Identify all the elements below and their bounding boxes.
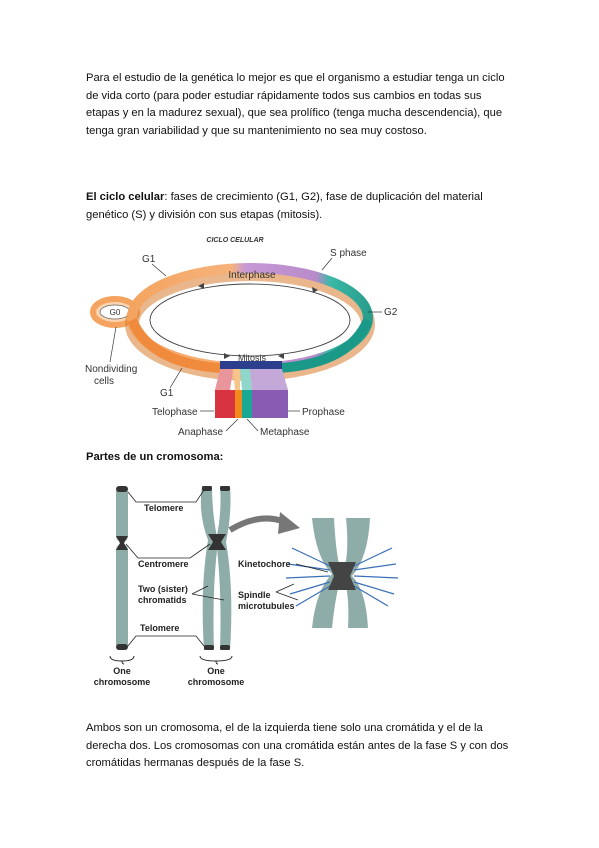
- brace-left: [109, 655, 135, 665]
- arrow-bottom-left: [224, 353, 230, 359]
- magnified-kinetochore: [328, 562, 356, 590]
- x-centromere: [208, 534, 226, 550]
- g1-top-label: G1: [142, 254, 156, 265]
- spindle-label-1: Spindle: [238, 590, 271, 600]
- mitosis-band: [220, 361, 282, 369]
- arrow-bottom-right: [278, 353, 284, 359]
- g1-bottom-label: G1: [160, 388, 174, 399]
- telomere-top-label: Telomere: [144, 503, 183, 513]
- one-label-2: One: [207, 666, 225, 676]
- anaphase-leader: [225, 418, 239, 432]
- magnified-chromatid-left: [312, 518, 342, 628]
- zoom-arrow: [228, 515, 287, 533]
- s-phase-label: S phase: [330, 248, 367, 259]
- metaphase-block: [242, 390, 252, 418]
- g1-top-leader: [151, 263, 167, 277]
- telomere-left-bottom: [116, 644, 128, 650]
- metaphase-leader: [246, 418, 259, 432]
- g2-band-bottom: [279, 317, 373, 373]
- telomere-left-top: [116, 486, 128, 492]
- s-phase-leader: [321, 257, 333, 271]
- anaphase-bar: [233, 369, 240, 390]
- spindle-leader-b: [275, 591, 299, 601]
- telomere-bottom-leader: [127, 635, 205, 647]
- sister-leader-b: [191, 593, 225, 601]
- telophase-label: Telophase: [152, 407, 198, 418]
- single-chromatid-top: [116, 486, 128, 542]
- closing-paragraph: Ambos son un cromosoma, el de la izquier…: [86, 722, 509, 770]
- zoom-arrowhead: [278, 512, 300, 534]
- telomere-bottom-label: Telomere: [140, 623, 179, 633]
- cell-cycle-paragraph: El ciclo celular: fases de crecimiento (…: [86, 189, 516, 224]
- one-label-1: One: [113, 666, 131, 676]
- intro-paragraph: Para el estudio de la genética lo mejor …: [86, 72, 505, 137]
- sister-chromatid-left: [200, 486, 218, 650]
- single-chromatid-bottom: [116, 544, 128, 650]
- centromere-label: Centromere: [138, 559, 189, 569]
- arrow-top-right: [312, 287, 318, 293]
- metaphase-label: Metaphase: [260, 427, 310, 438]
- telophase-bar: [215, 369, 233, 390]
- nondividing-leader: [109, 326, 117, 363]
- cell-cycle-title: CICLO CELULAR: [206, 237, 263, 244]
- centromere-leader: [125, 543, 211, 559]
- g1-band-bottom: [127, 317, 221, 373]
- prophase-label: Prophase: [302, 407, 345, 418]
- g2-label: G2: [384, 307, 398, 318]
- arrow-top-left: [198, 283, 204, 289]
- spindle-label-2: microtubules: [238, 601, 295, 611]
- prophase-bar: [250, 369, 288, 390]
- cells-label: cells: [94, 376, 114, 387]
- brace-right: [199, 655, 233, 665]
- telomere-right-top-a: [202, 486, 212, 491]
- g1-bottom-leader: [169, 367, 183, 389]
- interphase-label: Interphase: [228, 270, 276, 281]
- sister-label-1: Two (sister): [138, 584, 188, 594]
- telomere-right-bottom-a: [204, 645, 214, 650]
- chromosome-figure: Telomere Centromere Two (sister) chromat…: [94, 486, 399, 687]
- telomere-right-top-b: [220, 486, 230, 491]
- chromosome-label-2: chromosome: [188, 677, 245, 687]
- anaphase-block: [235, 390, 242, 418]
- cycle-inner-line: [149, 283, 351, 357]
- sister-label-2: chromatids: [138, 595, 187, 605]
- cell-cycle-text: : fases de crecimiento (G1, G2), fase de…: [86, 191, 483, 221]
- kinetochore-leader: [295, 563, 329, 573]
- telophase-block: [215, 390, 235, 418]
- chromosome-label-1: chromosome: [94, 677, 151, 687]
- magnified-chromatid-right: [342, 518, 370, 628]
- sister-leader-a: [191, 585, 209, 595]
- telomere-right-bottom-b: [220, 645, 230, 650]
- single-centromere: [116, 536, 128, 550]
- chromosome-heading: Partes de un cromosoma:: [86, 451, 224, 463]
- anaphase-label: Anaphase: [178, 427, 223, 438]
- nondividing-label: Nondividing: [85, 364, 137, 375]
- kinetochore-label: Kinetochore: [238, 559, 291, 569]
- prophase-block: [252, 390, 288, 418]
- telomere-top-leader: [127, 489, 205, 503]
- mitosis-label: Mitosis: [238, 353, 267, 363]
- metaphase-bar: [240, 369, 252, 390]
- spindle-leader-a: [275, 583, 295, 593]
- sister-chromatid-right: [216, 486, 232, 650]
- cell-cycle-figure: CICLO CELULAR G0 Mitosis G1 S phase: [85, 237, 398, 438]
- cell-cycle-heading: El ciclo celular: [86, 191, 165, 203]
- g0-label: G0: [110, 308, 121, 317]
